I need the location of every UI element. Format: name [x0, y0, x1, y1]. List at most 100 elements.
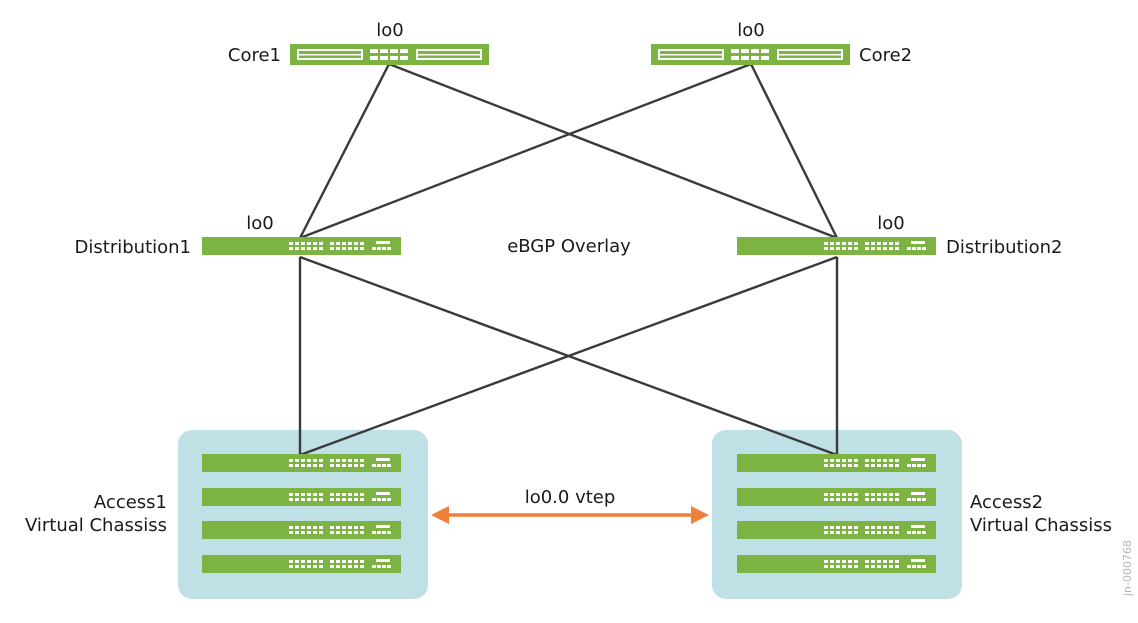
switch-uplink — [911, 241, 925, 244]
switch-port — [295, 464, 299, 467]
switch-port — [342, 526, 346, 529]
access1-type-label: Virtual Chassiss — [25, 515, 167, 536]
switch-port — [319, 464, 323, 467]
switch-port — [348, 493, 352, 496]
access1-member-switch[interactable] — [202, 454, 401, 472]
switch-port — [842, 565, 846, 568]
switch-port — [348, 560, 352, 563]
switch-chassis — [737, 521, 936, 539]
switch-port — [360, 498, 364, 501]
switch-port — [370, 49, 378, 53]
switch-port — [301, 498, 305, 501]
switch-port — [301, 464, 305, 467]
switch-uplink — [911, 559, 925, 562]
switch-slot-line — [779, 54, 841, 56]
switch-port — [319, 242, 323, 245]
access2-member-switch[interactable] — [737, 555, 936, 573]
switch-port — [370, 56, 378, 60]
switch-uplink — [376, 241, 390, 244]
switch-port — [336, 498, 340, 501]
core1-label: Core1 — [228, 45, 281, 66]
switch-port — [354, 498, 358, 501]
switch-port — [824, 242, 828, 245]
switch-port — [372, 531, 376, 534]
switch-port — [761, 49, 769, 53]
switch-port — [313, 565, 317, 568]
switch-port — [895, 493, 899, 496]
access2-member-switch[interactable] — [737, 454, 936, 472]
switch-port — [313, 560, 317, 563]
switch-slot-line — [418, 54, 480, 56]
link-core2-distribution1 — [299, 62, 752, 240]
switch-port — [330, 464, 334, 467]
switch-port — [871, 247, 875, 250]
switch-port — [330, 560, 334, 563]
switch-port — [360, 565, 364, 568]
switch-port — [848, 242, 852, 245]
switch-port — [842, 464, 846, 467]
switch-port — [889, 498, 893, 501]
switch-port — [377, 247, 381, 250]
switch-port — [824, 531, 828, 534]
switch-port — [889, 242, 893, 245]
switch-port — [877, 459, 881, 462]
access1-member-switches — [202, 454, 401, 573]
access1-member-switch[interactable] — [202, 521, 401, 539]
switch-port — [854, 560, 858, 563]
switch-port — [354, 560, 358, 563]
access1-name-label: Access1 — [94, 492, 167, 513]
access2-member-switch[interactable] — [737, 521, 936, 539]
switch-port — [336, 247, 340, 250]
switch-port — [877, 493, 881, 496]
switch-port — [289, 565, 293, 568]
switch-port — [372, 565, 376, 568]
switch-port — [360, 247, 364, 250]
switch-slot-line — [660, 54, 722, 56]
switch-port — [360, 526, 364, 529]
switch-uplink — [376, 492, 390, 495]
distribution2-switch[interactable] — [737, 237, 936, 255]
switch-port — [889, 493, 893, 496]
switch-uplink — [376, 458, 390, 461]
switch-port — [360, 560, 364, 563]
switch-port — [336, 464, 340, 467]
switch-port — [354, 565, 358, 568]
switch-port — [871, 242, 875, 245]
switch-port — [848, 498, 852, 501]
access1-member-switch[interactable] — [202, 555, 401, 573]
switch-port — [307, 493, 311, 496]
switch-port — [824, 464, 828, 467]
switch-port — [387, 531, 391, 534]
switch-port — [295, 560, 299, 563]
access2-member-switch[interactable] — [737, 488, 936, 506]
distribution-access-links — [298, 255, 839, 457]
vtep-arrow — [431, 506, 709, 524]
switch-port — [289, 459, 293, 462]
switch-port — [842, 459, 846, 462]
distribution1-switch[interactable] — [202, 237, 401, 255]
vtep-arrow-head-left — [431, 506, 449, 524]
switch-port — [912, 498, 916, 501]
switch-port — [731, 49, 739, 53]
switch-port — [348, 459, 352, 462]
switch-port — [387, 247, 391, 250]
switch-port — [342, 498, 346, 501]
switch-port — [830, 498, 834, 501]
switch-port — [865, 498, 869, 501]
switch-chassis — [737, 555, 936, 573]
core2-switch[interactable] — [651, 44, 850, 65]
switch-port — [922, 247, 926, 250]
switch-port — [301, 459, 305, 462]
switch-port — [400, 56, 408, 60]
switch-port — [830, 526, 834, 529]
core1-switch[interactable] — [290, 44, 489, 65]
switch-port — [865, 565, 869, 568]
switch-port — [830, 464, 834, 467]
link-core2-distribution2 — [749, 63, 839, 239]
switch-port — [348, 464, 352, 467]
switch-port — [313, 459, 317, 462]
switch-port — [824, 560, 828, 563]
access1-member-switch[interactable] — [202, 488, 401, 506]
switch-port — [295, 493, 299, 496]
